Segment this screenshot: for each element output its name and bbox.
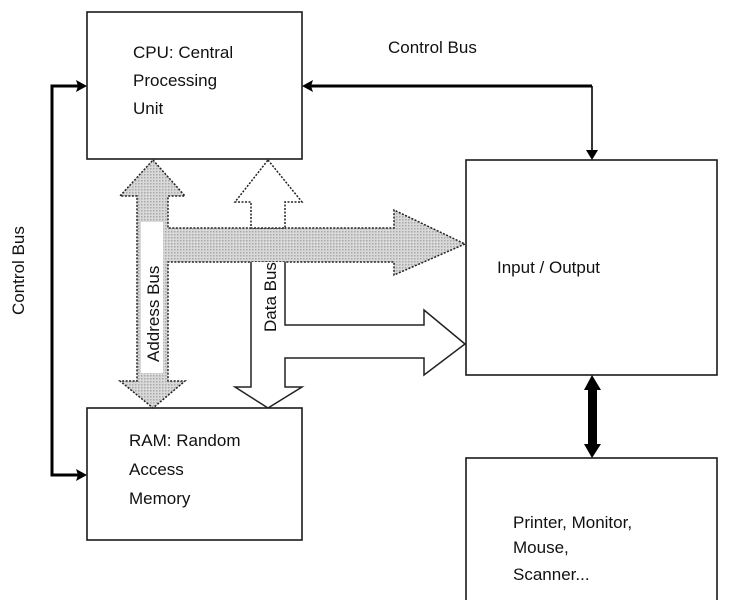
peripherals-box: Printer, Monitor, Mouse, Scanner...	[465, 457, 718, 600]
arrow-up-icon	[584, 375, 601, 390]
ram-label-line-3: Memory	[129, 489, 191, 508]
io-peripherals-link	[584, 375, 601, 458]
cpu-label-line-3: Unit	[133, 99, 164, 118]
arrow-down-icon	[584, 444, 601, 458]
peripherals-label-line-2: Mouse,	[513, 538, 569, 557]
peripherals-label-line-1: Printer, Monitor,	[513, 513, 632, 532]
control-bus-left-label: Control Bus	[9, 226, 28, 315]
address-bus-label: Address Bus	[144, 266, 163, 362]
peripherals-label-line-3: Scanner...	[513, 565, 590, 584]
address-bus-label-bg	[141, 222, 163, 373]
ram-label-line-2: Access	[129, 460, 184, 479]
io-label: Input / Output	[497, 258, 600, 277]
data-bus-vertical-arrow	[233, 158, 304, 229]
address-bus: Address Bus	[117, 158, 467, 409]
data-bus-shaft	[232, 262, 467, 409]
control-bus-top-label: Control Bus	[388, 38, 477, 57]
control-bus-top: Control Bus	[302, 38, 598, 160]
ram-box: RAM: Random Access Memory	[86, 407, 303, 541]
arrow-head-to-cpu-icon	[76, 80, 87, 92]
arrow-head-to-cpu-right-icon	[302, 80, 313, 92]
cpu-label-line-2: Processing	[133, 71, 217, 90]
cpu-label-line-1: CPU: Central	[133, 43, 233, 62]
data-bus: Data Bus	[232, 158, 467, 409]
arrow-head-to-ram-icon	[76, 469, 87, 481]
data-bus-label: Data Bus	[261, 262, 280, 332]
io-box: Input / Output	[465, 159, 718, 376]
cpu-box: CPU: Central Processing Unit	[86, 11, 303, 160]
control-bus-left: Control Bus	[9, 80, 87, 481]
arrow-head-to-io-icon	[586, 150, 598, 160]
ram-label-line-1: RAM: Random	[129, 431, 240, 450]
